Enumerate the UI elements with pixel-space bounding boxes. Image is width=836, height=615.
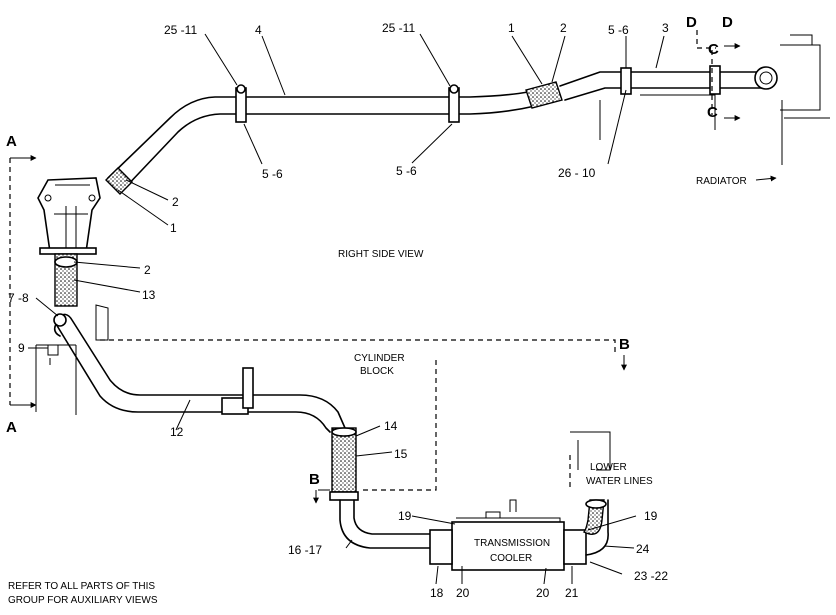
cooler-outlet-elbow [582, 499, 609, 556]
section-a-top-label: A [6, 133, 17, 150]
callout-18: 18 [430, 586, 444, 600]
middle-hose [329, 427, 359, 501]
lower-water-lines-label-2: WATER LINES [586, 476, 653, 487]
callout-15: 15 [394, 447, 408, 461]
cylinder-block-label-2: BLOCK [360, 366, 394, 377]
section-d-left-label: D [686, 14, 697, 31]
callout-21: 21 [565, 586, 579, 600]
callout-3: 3 [662, 21, 669, 35]
callout-25-11-right: 25 -11 [382, 21, 415, 35]
lower-return-pipe [47, 313, 346, 433]
reference-note: REFER TO ALL PARTS OF THIS GROUP FOR AUX… [8, 581, 158, 606]
lower-water-lines-label-1: LOWER [590, 462, 627, 473]
reference-note-line-2: GROUP FOR AUXILIARY VIEWS [8, 595, 158, 606]
right-side-view-label: RIGHT SIDE VIEW [338, 249, 424, 260]
callout-14: 14 [384, 419, 398, 433]
cylinder-block-label-1: CYLINDER [354, 353, 405, 364]
callout-5-6-left: 5 -6 [262, 167, 283, 181]
lower-water-lines-outline [569, 431, 611, 490]
callout-19-right: 19 [644, 509, 658, 523]
radiator-outline [599, 34, 830, 165]
callout-9: 9 [18, 341, 25, 355]
section-b-right-label: B [619, 336, 630, 353]
callout-12: 12 [170, 425, 184, 439]
callout-16-17: 16 -17 [288, 543, 322, 557]
callout-2-top: 2 [560, 21, 567, 35]
section-c-top-label: C [708, 41, 719, 58]
thermostat-housing [37, 177, 101, 255]
outlet-hose [54, 253, 78, 307]
callout-2-elbow: 2 [172, 195, 179, 209]
callout-24: 24 [636, 542, 650, 556]
clamp-lower [242, 367, 254, 409]
section-a-marker: A A [6, 133, 37, 436]
callout-19-left: 19 [398, 509, 412, 523]
callout-2-outlet: 2 [144, 263, 151, 277]
section-a-bottom-label: A [6, 419, 17, 436]
section-b-marker: B B [309, 336, 630, 504]
callout-20-right: 20 [536, 586, 550, 600]
elbow-hose [105, 167, 133, 195]
callout-25-11-left: 25 -11 [164, 23, 197, 37]
cooler-inlet-pipe [339, 499, 431, 549]
callout-26-10: 26 - 10 [558, 166, 596, 180]
section-d-right-label: D [722, 14, 733, 31]
upper-hose [525, 81, 563, 109]
clamp-radiator [709, 65, 721, 95]
section-b-left-label: B [309, 471, 320, 488]
callout-5-6-mid: 5 -6 [396, 164, 417, 178]
callout-7-8: 7 -8 [8, 291, 29, 305]
callout-23-22: 23 -22 [634, 569, 668, 583]
callout-4: 4 [255, 23, 262, 37]
cylinder-block-edge [35, 304, 616, 415]
callout-5-6-top: 5 -6 [608, 23, 629, 37]
radiator-label: RADIATOR [696, 176, 747, 187]
section-b-line [318, 360, 437, 491]
callout-labels: 25 -11 4 25 -11 1 2 5 -6 3 5 -6 5 -6 26 … [8, 21, 669, 600]
view-labels: RIGHT SIDE VIEW CYLINDER BLOCK RADIATOR … [338, 176, 747, 564]
callout-20-left: 20 [456, 586, 470, 600]
transmission-cooler [429, 499, 587, 571]
reference-note-line-1: REFER TO ALL PARTS OF THIS [8, 581, 155, 592]
section-c-bottom-label: C [707, 104, 718, 121]
transmission-cooler-label-1: TRANSMISSION [474, 538, 550, 549]
callout-leaders [28, 33, 665, 585]
transmission-cooler-label-2: COOLER [490, 553, 532, 564]
callout-1-elbow: 1 [170, 221, 177, 235]
callout-13: 13 [142, 288, 156, 302]
radiator-inlet [754, 66, 778, 90]
section-cd-marker: D D C C [686, 14, 741, 121]
upper-water-pipe [105, 65, 778, 195]
callout-1-top: 1 [508, 21, 515, 35]
